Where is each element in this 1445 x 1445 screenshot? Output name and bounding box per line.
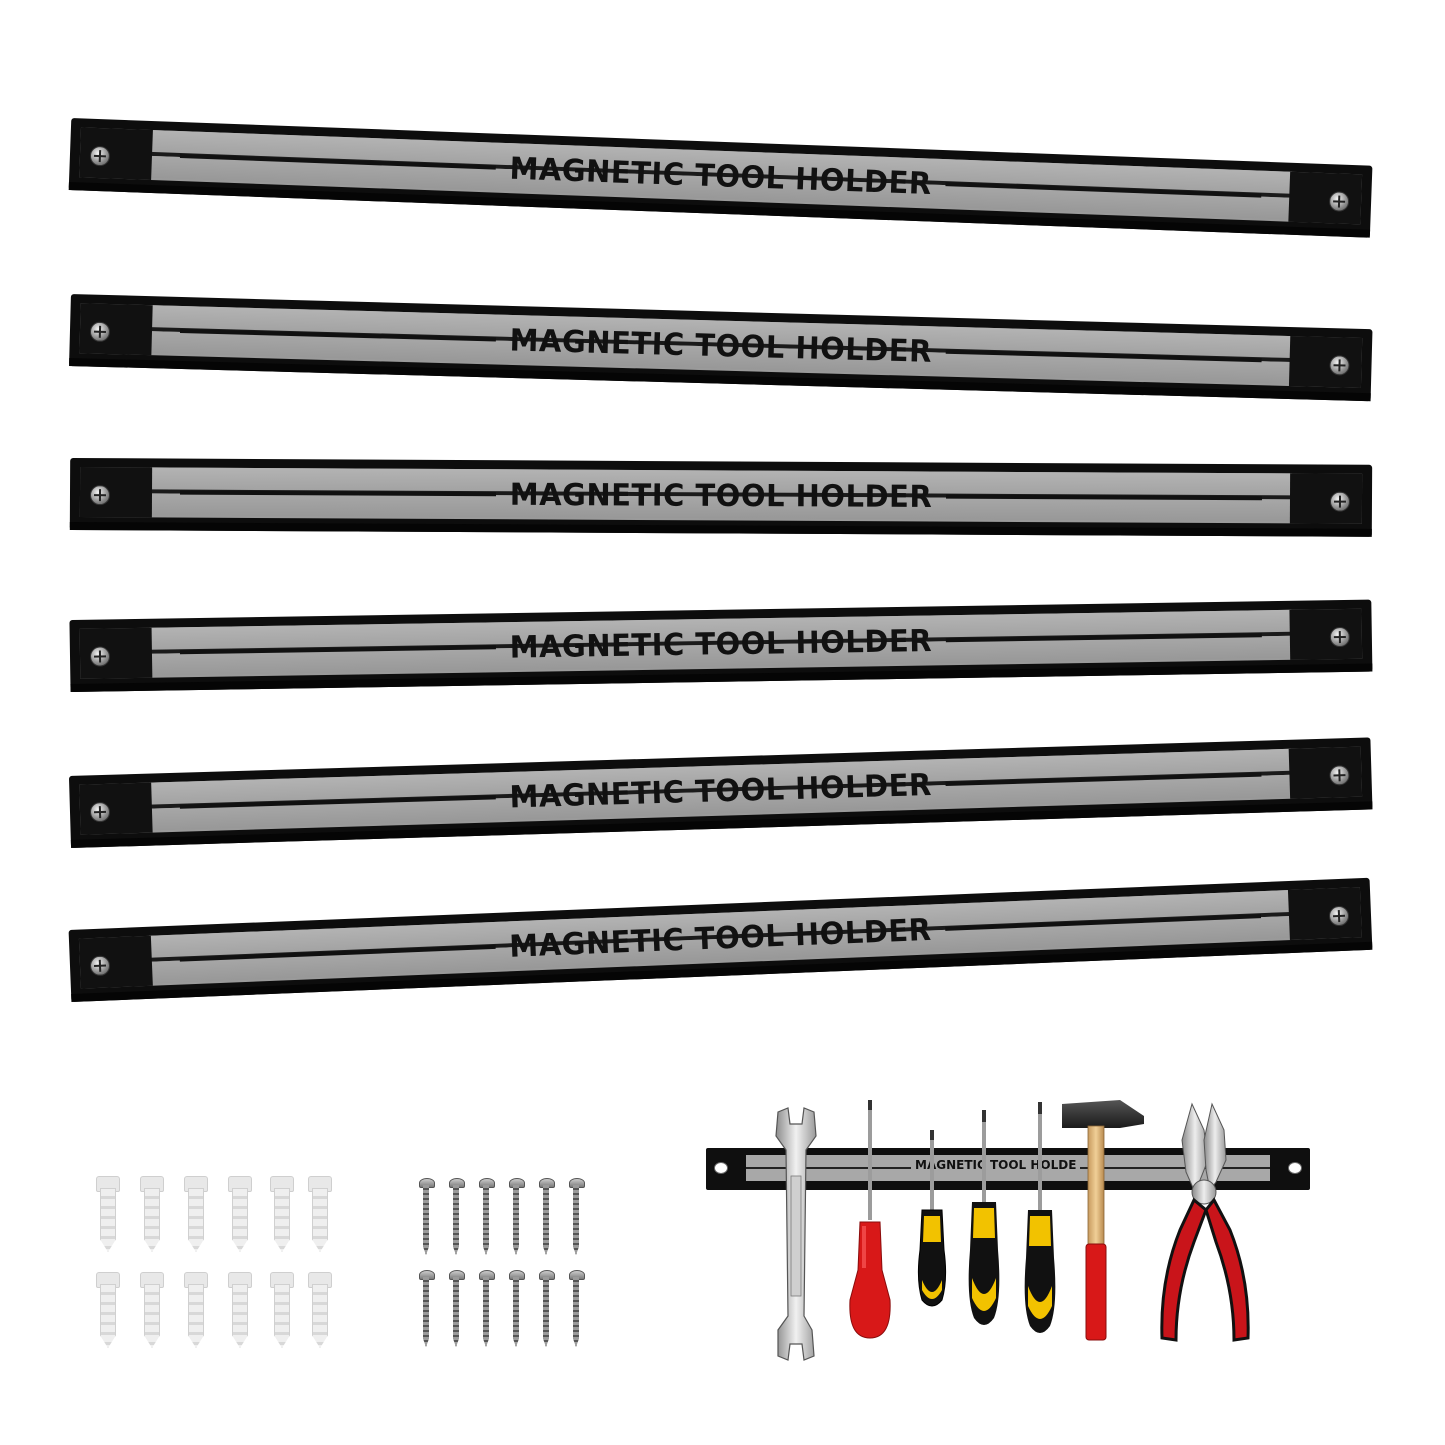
wall-anchor-icon (228, 1272, 252, 1350)
wood-screws (415, 1178, 595, 1358)
rail-endcap (1289, 608, 1363, 660)
wall-anchors (92, 1176, 342, 1356)
wrench-icon (775, 1107, 817, 1361)
label-line (179, 490, 496, 497)
wall-anchor-icon (140, 1272, 164, 1350)
magnetic-rail-6: MAGNETIC TOOL HOLDER (68, 877, 1373, 1002)
wood-screw-icon (479, 1270, 495, 1350)
wall-anchor-icon (96, 1176, 120, 1254)
rail-endcap (1288, 171, 1363, 225)
label-line (179, 154, 496, 170)
rail-endcap (1289, 473, 1363, 524)
pliers-icon (1160, 1102, 1250, 1342)
wall-anchor-icon (140, 1176, 164, 1254)
magnetic-rail-5: MAGNETIC TOOL HOLDER (68, 737, 1373, 848)
label-line (945, 772, 1262, 787)
wood-screw-icon (509, 1270, 525, 1350)
wood-screw-icon (569, 1178, 585, 1258)
wood-screw-icon (419, 1178, 435, 1258)
label-line (179, 328, 496, 342)
label-line (946, 494, 1263, 501)
wood-screw-icon (539, 1270, 555, 1350)
label-line (945, 914, 1262, 931)
wall-anchor-icon (184, 1176, 208, 1254)
wall-anchor-icon (308, 1176, 332, 1254)
wood-screw-icon (419, 1270, 435, 1350)
mount-screw-icon (89, 485, 111, 506)
yellow-screwdriver-icon (968, 1110, 1000, 1325)
wall-anchor-icon (184, 1272, 208, 1350)
wood-screw-icon (449, 1178, 465, 1258)
yellow-screwdriver-2-icon (1024, 1102, 1056, 1333)
rail-endcap (1288, 746, 1363, 799)
wall-anchor-icon (96, 1272, 120, 1350)
rail-label: MAGNETIC TOOL HOLDER (509, 622, 933, 665)
red-screwdriver-icon (849, 1100, 891, 1339)
wood-screw-icon (569, 1270, 585, 1350)
wood-screw-icon (449, 1270, 465, 1350)
mount-hole-icon (1288, 1162, 1302, 1174)
magnetic-rail-1: MAGNETIC TOOL HOLDER (68, 118, 1373, 238)
rail-endcap (1288, 336, 1363, 388)
magnetic-rail-2: MAGNETIC TOOL HOLDER (69, 294, 1373, 402)
rail-label: MAGNETIC TOOL HOLDER (509, 476, 933, 515)
magnetic-rail-3: MAGNETIC TOOL HOLDER (69, 458, 1373, 537)
hammer-icon (1062, 1100, 1144, 1341)
label-line (945, 182, 1262, 198)
wall-anchor-icon (228, 1176, 252, 1254)
wood-screw-icon (509, 1178, 525, 1258)
label-line (945, 349, 1262, 363)
wood-screw-icon (539, 1178, 555, 1258)
wall-anchor-icon (270, 1272, 294, 1350)
wall-anchor-icon (270, 1176, 294, 1254)
label-line (179, 795, 496, 809)
rail-label-group: MAGNETIC TOOL HOLDER (179, 476, 1263, 515)
label-line (179, 944, 496, 962)
label-line (946, 633, 1262, 643)
mount-hole-icon (714, 1162, 728, 1174)
mount-screw-icon (1329, 491, 1351, 512)
label-line (179, 645, 496, 655)
rail-endcap (1287, 887, 1362, 941)
magnetic-rail-4: MAGNETIC TOOL HOLDER (69, 599, 1373, 692)
wood-screw-icon (479, 1178, 495, 1258)
small-screwdriver-icon (917, 1130, 947, 1307)
wall-anchor-icon (308, 1272, 332, 1350)
